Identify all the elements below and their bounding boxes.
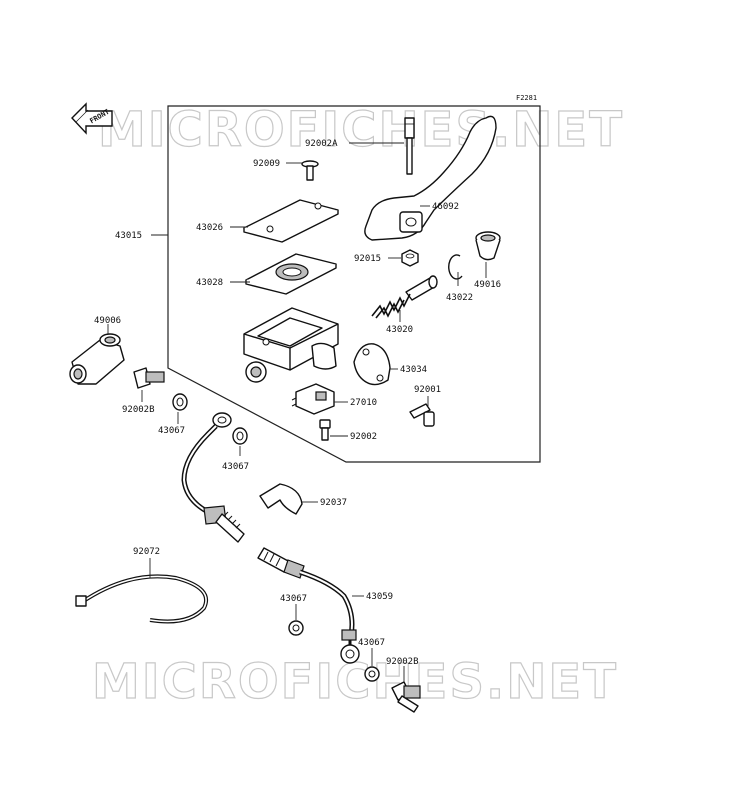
circlip-43022 — [448, 254, 463, 280]
brake-hose-lower-43059 — [257, 547, 360, 664]
label-92002B-bottom: 92002B — [386, 657, 419, 667]
banjo-bolt-92002B-top — [133, 367, 165, 389]
label-92009: 92009 — [253, 159, 280, 169]
washer-43067-d — [364, 666, 380, 682]
banjo-bolt-92002B-bottom — [391, 681, 421, 713]
watermark-top: MICROFICHES.NET — [98, 102, 624, 158]
label-43067-b: 43067 — [222, 462, 249, 472]
brake-switch-27010 — [291, 383, 335, 415]
clamp-43034 — [353, 343, 391, 386]
figure-id: F2281 — [516, 94, 537, 102]
label-46092: 46092 — [432, 202, 459, 212]
label-92002B-top: 92002B — [122, 405, 155, 415]
label-49006: 49006 — [94, 316, 121, 326]
label-92015: 92015 — [354, 254, 381, 264]
washer-43067-b — [232, 427, 248, 445]
assembly-frame — [167, 105, 541, 463]
nut-92015 — [401, 249, 419, 267]
label-43067-c: 43067 — [280, 594, 307, 604]
label-43015: 43015 — [115, 231, 142, 241]
hose-clamp-92037 — [259, 483, 303, 515]
label-43059: 43059 — [366, 592, 393, 602]
brake-lever-46092 — [364, 115, 497, 241]
label-92002: 92002 — [350, 432, 377, 442]
brake-hose-upper — [181, 412, 245, 543]
master-cylinder-body — [243, 307, 339, 383]
label-43028: 43028 — [196, 278, 223, 288]
watermark-bottom: MICROFICHES.NET — [92, 654, 618, 710]
label-43067-a: 43067 — [158, 426, 185, 436]
bolt-92001 — [409, 403, 435, 427]
label-92037: 92037 — [320, 498, 347, 508]
label-43034: 43034 — [400, 365, 427, 375]
boot-49006 — [69, 333, 125, 385]
piston-spring-43020 — [371, 275, 438, 319]
screw-92009 — [301, 160, 319, 181]
washer-43067-a — [172, 393, 188, 411]
label-92072: 92072 — [133, 547, 160, 557]
label-49016: 49016 — [474, 280, 501, 290]
label-27010: 27010 — [350, 398, 377, 408]
label-92001: 92001 — [414, 385, 441, 395]
screw-92002 — [319, 419, 331, 441]
label-43022: 43022 — [446, 293, 473, 303]
label-43026: 43026 — [196, 223, 223, 233]
front-arrow-icon: FRONT — [71, 102, 113, 135]
label-43067-d: 43067 — [358, 638, 385, 648]
boot-49016 — [475, 231, 501, 261]
bolt-92002A — [404, 117, 415, 175]
label-92002A: 92002A — [305, 139, 338, 149]
washer-43067-c — [288, 620, 304, 636]
label-43020: 43020 — [386, 325, 413, 335]
cable-tie-92072 — [75, 574, 208, 624]
